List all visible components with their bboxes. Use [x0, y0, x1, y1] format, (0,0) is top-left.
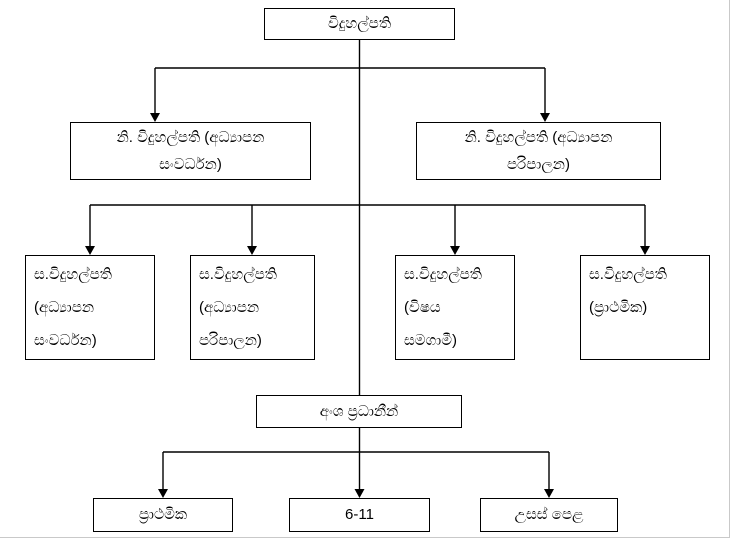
node-primary-section: ප්‍රාථමික: [93, 498, 233, 532]
arrowhead-group: [85, 113, 650, 498]
connector-line-group: [89, 40, 646, 491]
arrow-down-icon: [150, 113, 160, 122]
node-deputy-administration: නි. විදුහල්පති (අධ්‍යාපන පරිපාලන): [416, 122, 661, 180]
node-assistant-administration: ස.විදුහල්පති (අධ්‍යාපන පරිපාලන): [190, 255, 315, 360]
arrow-down-icon: [640, 246, 650, 255]
node-section-heads: අංශ ප්‍රධානීන්: [256, 395, 462, 428]
node-assistant-subject: ස.විදුහල්පති (විෂය සමගාමී): [395, 255, 515, 360]
node-deputy-development: නි. විදුහල්පති (අධ්‍යාපන සංවර්ධන): [70, 122, 311, 180]
arrow-down-icon: [85, 246, 95, 255]
node-principal: විදුහල්පති: [264, 8, 455, 40]
arrow-down-icon: [544, 489, 554, 498]
arrow-down-icon: [450, 246, 460, 255]
node-advanced-level: උසස් පෙළ: [480, 498, 618, 532]
node-assistant-primary: ස.විදුහල්පති (ප්‍රාථමික): [580, 255, 710, 360]
arrow-down-icon: [247, 246, 257, 255]
arrow-down-icon: [540, 113, 550, 122]
arrow-down-icon: [354, 489, 365, 498]
node-grades-6-11: 6-11: [289, 498, 430, 532]
arrow-down-icon: [158, 489, 168, 498]
node-assistant-development: ස.විදුහල්පති (අධ්‍යාපන සංවර්ධන): [25, 255, 155, 360]
